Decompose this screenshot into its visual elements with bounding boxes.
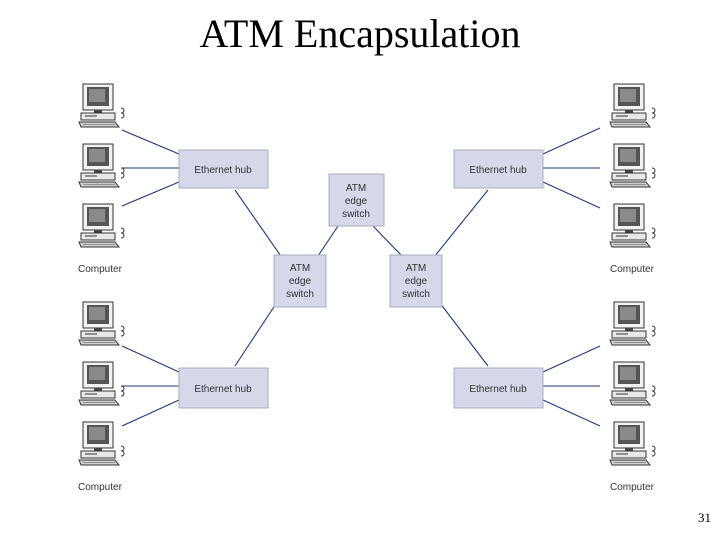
atm-switch-center-line2: edge — [345, 196, 368, 207]
atm-switch-right: ATM edge switch — [389, 254, 443, 308]
atm-switch-left-line3: switch — [286, 289, 314, 300]
atm-switch-left: ATM edge switch — [273, 254, 327, 308]
computer-icon — [78, 361, 125, 406]
computer-icon — [78, 421, 125, 466]
atm-switch-right-line3: switch — [402, 289, 430, 300]
atm-switch-center: ATM edge switch — [328, 173, 385, 227]
computer-caption-top-right: Computer — [610, 264, 655, 275]
hub-top-left-label: Ethernet hub — [194, 165, 252, 176]
computer-icon — [78, 203, 125, 248]
link-pc-tl1-hub — [121, 129, 180, 155]
link-hub-tl-switch-left — [234, 189, 286, 263]
atm-switch-right-line1: ATM — [406, 263, 426, 274]
link-switch-right-center — [372, 225, 403, 257]
atm-switch-center-line1: ATM — [346, 183, 366, 194]
computer-icon — [78, 143, 125, 188]
computer-icon — [78, 83, 125, 128]
hub-top-right: Ethernet hub — [453, 149, 544, 189]
atm-switch-center-line3: switch — [342, 209, 370, 220]
atm-switch-left-line1: ATM — [290, 263, 310, 274]
link-pc-tl3-hub — [121, 181, 180, 207]
computer-icon — [609, 203, 656, 248]
hub-bottom-left-label: Ethernet hub — [194, 384, 252, 395]
computer-icon — [609, 361, 656, 406]
hub-bottom-right: Ethernet hub — [453, 367, 544, 409]
slide-title: ATM Encapsulation — [199, 11, 521, 56]
computer-caption-top-left: Computer — [78, 264, 123, 275]
computer-icon — [609, 83, 656, 128]
link-pc-bl3-hub — [121, 399, 180, 427]
link-pc-br1-hub — [542, 345, 601, 373]
hub-top-right-label: Ethernet hub — [469, 165, 527, 176]
links — [121, 127, 601, 427]
computer-caption-bottom-right: Computer — [610, 482, 655, 493]
link-pc-br3-hub — [542, 399, 601, 427]
computer-icon — [609, 143, 656, 188]
atm-switch-right-line2: edge — [405, 276, 428, 287]
hub-bottom-left: Ethernet hub — [178, 367, 269, 409]
computer-icon — [609, 301, 656, 346]
link-pc-tr3-hub — [542, 181, 601, 209]
computer-caption-bottom-left: Computer — [78, 482, 123, 493]
link-switch-left-center — [317, 225, 339, 257]
link-hub-tr-switch-right — [429, 189, 489, 263]
atm-switch-left-line2: edge — [289, 276, 312, 287]
computer-icon — [609, 421, 656, 466]
link-pc-tr1-hub — [542, 127, 601, 155]
page-number: 31 — [698, 510, 711, 525]
hub-bottom-right-label: Ethernet hub — [469, 384, 527, 395]
link-pc-bl1-hub — [121, 345, 180, 373]
computer-icon — [78, 301, 125, 346]
hub-top-left: Ethernet hub — [178, 149, 269, 189]
